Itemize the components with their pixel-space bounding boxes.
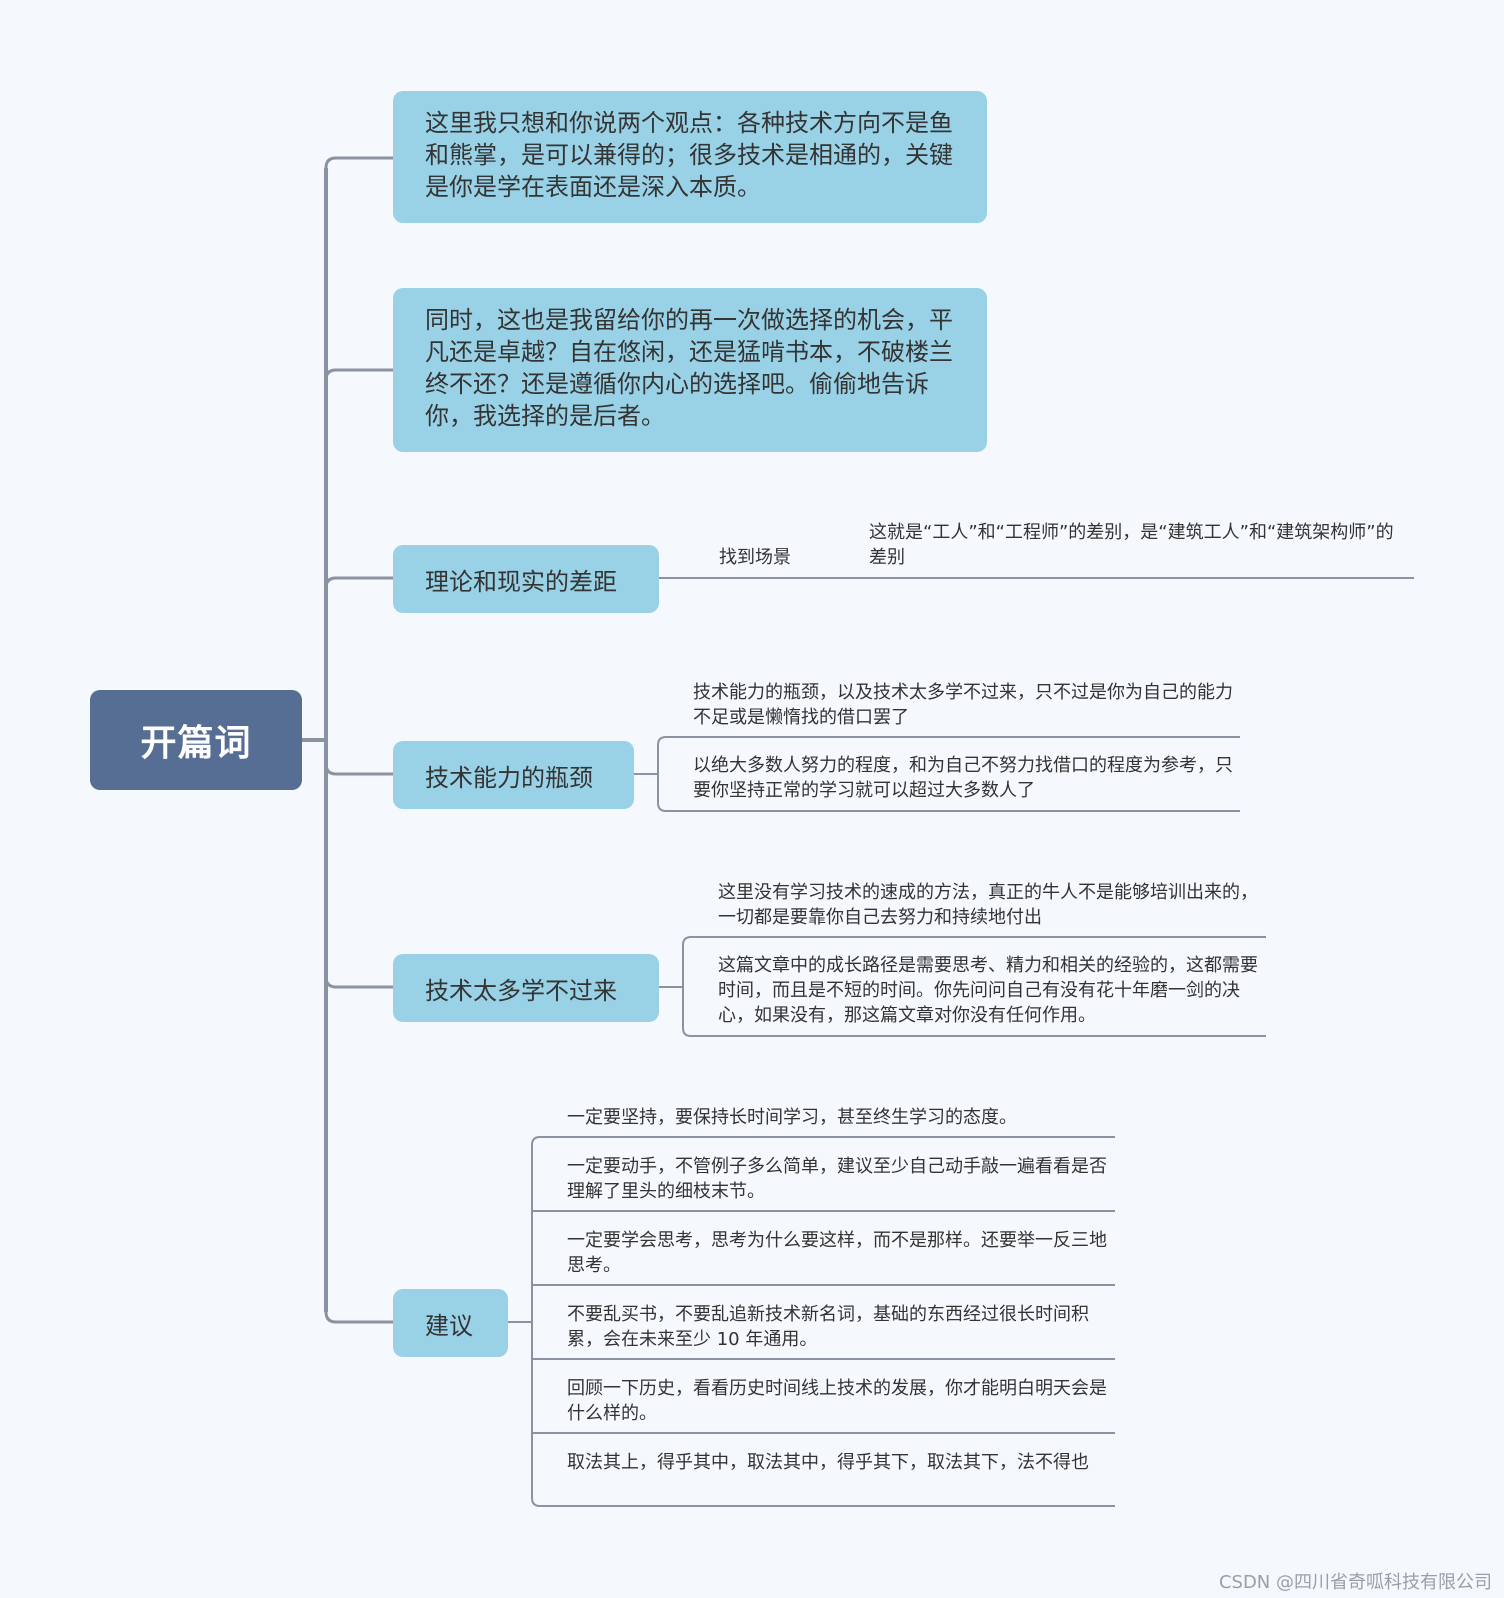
leaf-growth-path[interactable]: 这篇文章中的成长路径是需要思考、精力和相关的经验的，这都需要时间，而且是不短的时… [718,955,1258,1026]
leaf-advice-aim-high[interactable]: 取法其上，得乎其中，取法其中，得乎其下，取法其下，法不得也 [567,1452,1089,1473]
trunk-branch-4 [324,763,393,776]
leaf-advice-history[interactable]: 回顾一下历史，看看历史时间线上技术的发展，你才能明白明天会是什么样的。 [567,1378,1107,1424]
advice-underline-1 [531,1136,1115,1146]
root-node[interactable]: 开篇词 [90,690,302,790]
leaf-worker-engineer[interactable]: 这就是“工人”和“工程师”的差别，是“建筑工人”和“建筑架构师”的差别 [869,522,1394,568]
branch-node-choice[interactable]: 同时，这也是我留给你的再一次做选择的机会，平凡还是卓越？自在悠闲，还是猛啃书本，… [393,288,987,452]
advice-underline-6 [531,1497,1115,1507]
leaf-advice-books[interactable]: 不要乱买书，不要乱追新技术新名词，基础的东西经过很长时间积累，会在未来至少 10… [567,1304,1089,1350]
branch-node-viewpoints[interactable]: 这里我只想和你说两个观点：各种技术方向不是鱼和熊掌，是可以兼得的；很多技术是相通… [393,91,987,223]
branch-node-theory-gap[interactable]: 理论和现实的差距 [393,545,659,613]
trunk-branch-1 [324,156,393,169]
too-much-underline-2 [682,1027,1266,1037]
bottleneck-underline-1 [657,736,1240,746]
branch-node-skill-bottleneck[interactable]: 技术能力的瓶颈 [393,741,634,809]
leaf-find-scene[interactable]: 找到场景 [719,547,791,568]
branch-node-advice[interactable]: 建议 [393,1289,508,1357]
branch-node-too-much-tech[interactable]: 技术太多学不过来 [393,954,659,1022]
trunk-branch-5 [324,976,393,989]
trunk-branch-6 [324,1311,393,1324]
leaf-bottleneck-effort[interactable]: 以绝大多数人努力的程度，和为自己不努力找借口的程度为参考，只要你坚持正常的学习就… [693,755,1233,801]
leaf-no-shortcut[interactable]: 这里没有学习技术的速成的方法，真正的牛人不是能够培训出来的，一切都是要靠你自己去… [718,882,1258,928]
trunk-branch-3 [324,576,393,589]
leaf-advice-think[interactable]: 一定要学会思考，思考为什么要这样，而不是那样。还要举一反三地思考。 [567,1230,1107,1276]
leaf-advice-persist[interactable]: 一定要坚持，要保持长时间学习，甚至终生学习的态度。 [567,1107,1017,1128]
leaf-advice-practice[interactable]: 一定要动手，不管例子多么简单，建议至少自己动手敲一遍看看是否理解了里头的细枝末节… [567,1156,1107,1202]
too-much-underline-1 [682,936,1266,946]
watermark: CSDN @四川省奇呱科技有限公司 [1218,1572,1492,1593]
leaf-bottleneck-excuse[interactable]: 技术能力的瓶颈，以及技术太多学不过来，只不过是你为自己的能力不足或是懒惰找的借口… [693,682,1233,728]
bottleneck-underline-2 [657,802,1240,812]
trunk-branch-2 [324,368,393,381]
